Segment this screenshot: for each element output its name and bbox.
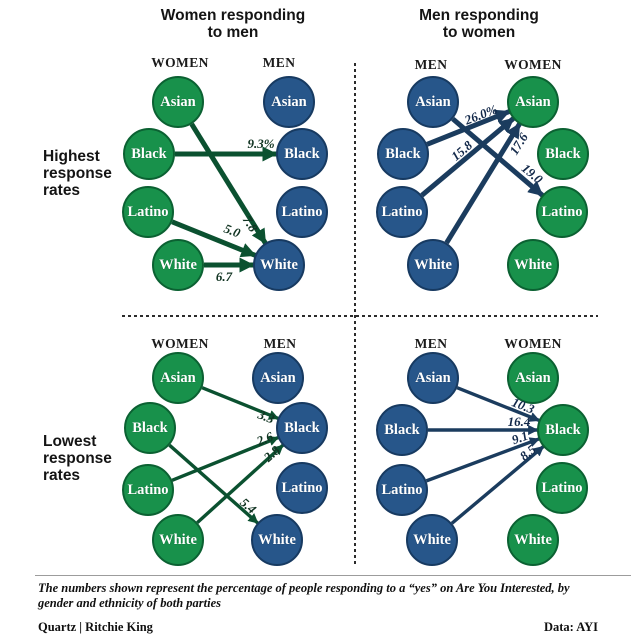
row-label-highest-line1: Highest [43,148,100,165]
node-tl-men-black: Black [276,128,328,180]
col-header-br-women: WOMEN [504,336,562,351]
node-tl-men-latino: Latino [276,186,328,238]
row-label-lowest-line1: Lowest [43,433,97,450]
main-title-left-line1: Women responding [160,7,306,24]
node-tr-men-asian: Asian [407,76,459,128]
node-tr-women-latino: Latino [536,186,588,238]
node-tr-men-latino: Latino [376,186,428,238]
node-tr-men-white: White [407,239,459,291]
col-header-tl-women: WOMEN [151,55,209,70]
main-title-left-line2: to men [207,23,259,41]
node-tl-women-latino: Latino [122,186,174,238]
edge-label-latino-white: 5.0 [221,220,243,241]
edge-label-white-asian: 17.6 [506,130,531,158]
node-bl-women-asian: Asian [152,352,204,404]
node-tl-women-asian: Asian [152,76,204,128]
row-label-lowest: Lowest response rates [43,433,112,484]
node-bl-men-asian: Asian [252,352,304,404]
edge-label-asian-white: 7.8 [239,212,262,235]
node-bl-women-black: Black [124,402,176,454]
main-title-left: Women responding to men [148,7,318,41]
footnote-line1: The numbers shown represent the percenta… [38,581,570,595]
row-label-highest-line3: rates [43,182,81,200]
main-title-right-line1: Men responding [419,7,539,24]
node-br-women-white: White [507,514,559,566]
node-tl-men-asian: Asian [263,76,315,128]
edge-label-black-asian: 26.0% [462,101,500,128]
col-header-tr-men: MEN [414,57,448,72]
node-br-men-asian: Asian [407,352,459,404]
node-tr-women-white: White [507,239,559,291]
edge-label-black-white-low: 5.4 [237,494,260,517]
col-header-br-men: MEN [414,336,448,351]
node-tr-women-asian: Asian [507,76,559,128]
col-header-bl-men: MEN [263,336,297,351]
node-bl-men-white: White [251,514,303,566]
footnote-line2: gender and ethnicity of both parties [38,596,221,610]
node-bl-women-latino: Latino [122,464,174,516]
node-br-women-asian: Asian [507,352,559,404]
edge-label-latino-asian: 15.8 [448,137,476,164]
node-br-women-black: Black [537,404,589,456]
edge-label-white-white: 6.7 [215,269,233,284]
col-header-tl-men: MEN [262,55,296,70]
horizontal-divider [122,315,598,317]
row-label-lowest-line2: response [43,450,112,468]
node-bl-men-black: Black [276,402,328,454]
node-tl-men-white: White [253,239,305,291]
credit: Quartz | Ritchie King [38,620,153,634]
node-br-men-white: White [406,514,458,566]
main-title-right-line2: to women [442,23,516,41]
footnote: The numbers shown represent the percenta… [38,581,613,611]
node-tl-women-white: White [152,239,204,291]
col-header-tr-women: WOMEN [504,57,562,72]
vertical-divider [354,63,356,566]
node-tr-women-black: Black [537,128,589,180]
edge-label-asian-black-low: 3.3 [255,406,277,427]
edge-label-black-black: 9.3% [247,136,275,151]
node-tl-women-black: Black [123,128,175,180]
node-bl-women-white: White [152,514,204,566]
node-br-women-latino: Latino [536,462,588,514]
node-br-men-black: Black [376,404,428,456]
main-title-right: Men responding to women [394,7,564,41]
node-br-men-latino: Latino [376,464,428,516]
footer-divider [35,575,631,576]
data-source: Data: AYI [543,620,598,634]
edge-label-black-black-men-low: 16.4 [507,414,531,429]
col-header-bl-women: WOMEN [151,336,209,351]
row-label-highest: Highest response rates [43,148,112,199]
node-tr-men-black: Black [377,128,429,180]
row-label-highest-line2: response [43,165,112,183]
node-bl-men-latino: Latino [276,462,328,514]
row-label-lowest-line3: rates [43,467,81,485]
